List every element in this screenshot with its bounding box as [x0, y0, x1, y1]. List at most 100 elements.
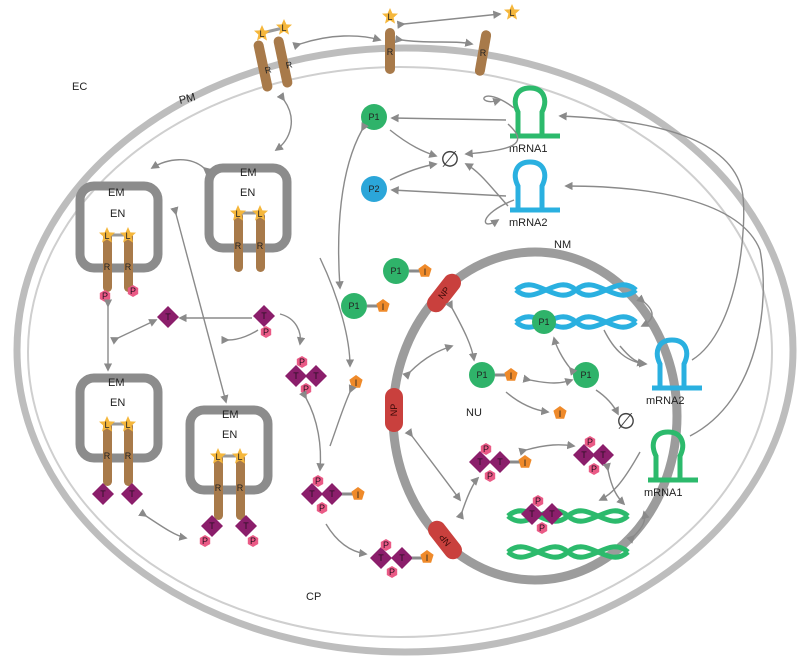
mrna2-cytoplasm: mRNA2: [509, 159, 560, 229]
ligand-label: L: [237, 452, 242, 462]
phospho-label: P: [487, 471, 493, 481]
tf-label: T: [309, 489, 315, 499]
tf-label: T: [329, 489, 335, 499]
phospho-label: P: [102, 291, 108, 301]
ligand-label: L: [259, 29, 264, 39]
tf-label: T: [100, 489, 106, 499]
ligand-label: L: [104, 420, 109, 430]
tf-phosphorylated: T P: [253, 305, 275, 338]
inhibitor-label: I: [424, 267, 427, 277]
free-ligand: L: [504, 4, 520, 20]
phospho-label: P: [319, 503, 325, 513]
endosome-membrane-label: EM: [108, 377, 125, 389]
phospho-label: P: [591, 464, 597, 474]
nuclear-pore-top: NP: [423, 270, 465, 316]
inhibitor-free-cytoplasm: I: [349, 375, 363, 388]
tf-free: T: [157, 306, 179, 328]
tf-label: T: [529, 509, 535, 519]
ligand-label: L: [281, 23, 286, 33]
tf-label: T: [209, 521, 215, 531]
phospho-label: P: [303, 384, 309, 394]
tf-label: T: [261, 311, 267, 321]
ligand-label: L: [509, 8, 514, 18]
tf-label: T: [581, 450, 587, 460]
receptor-label: R: [215, 483, 222, 493]
nucleus-label: NU: [466, 407, 482, 419]
mrna1-cytoplasm: mRNA1: [509, 85, 560, 155]
phospho-label: P: [535, 496, 541, 506]
tf-label: T: [293, 371, 299, 381]
phospho-label: P: [263, 327, 269, 337]
endosome-label: EN: [110, 397, 125, 409]
endosome-bottom-left: EM EN R R L L T T: [75, 373, 163, 505]
p1-inhibitor-complex-lower: P1 I: [341, 293, 390, 319]
p1-inhibitor-complex-upper: P1 I: [383, 258, 432, 284]
receptor-label: R: [104, 451, 111, 461]
p1-label: P1: [368, 112, 379, 122]
p2-cytoplasm: P2: [361, 176, 387, 202]
receptor-label: R: [285, 59, 294, 70]
receptor-label: R: [387, 47, 394, 57]
phospho-label: P: [250, 536, 256, 546]
phospho-label: P: [483, 444, 489, 454]
p1-cytoplasm: P1: [361, 104, 387, 130]
tf-label: T: [129, 489, 135, 499]
receptor-label: R: [125, 451, 132, 461]
inhibitor-label: I: [357, 490, 360, 500]
tf-dimer-nucleus: T T P P: [573, 436, 614, 475]
receptor-label: R: [235, 241, 242, 251]
extracellular-label: EC: [72, 81, 87, 93]
degradation-symbol: ∅: [440, 148, 459, 173]
nuclear-membrane-label: NM: [554, 239, 571, 251]
receptor-label: R: [257, 241, 264, 251]
inhibitor-label: I: [355, 378, 358, 388]
ligand-label: L: [125, 231, 130, 241]
cytoplasm-label: CP: [306, 591, 321, 603]
ligand-label: L: [215, 452, 220, 462]
mrna2-label: mRNA2: [646, 395, 685, 407]
nuclear-pore-left: NP: [385, 388, 403, 432]
tf-label: T: [243, 521, 249, 531]
degradation-cytoplasm: ∅: [440, 148, 459, 173]
mrna2-label: mRNA2: [509, 217, 548, 229]
dna-blue-upper: [514, 282, 638, 298]
phospho-label: P: [539, 523, 545, 533]
p1-label: P1: [390, 266, 401, 276]
ligand-label: L: [387, 12, 392, 22]
degradation-nucleus: ∅: [616, 410, 635, 435]
mrna2-nucleus: mRNA2: [646, 337, 702, 407]
ligand-label: L: [125, 420, 130, 430]
endosome-label: EN: [110, 208, 125, 220]
endosome-top-left: EM EN R R L L P P: [75, 181, 163, 302]
inhibitor-label: I: [524, 458, 527, 468]
endosome-bottom-middle: EM EN R R L L T T P P: [185, 405, 273, 547]
inhibitor-label: I: [426, 553, 429, 563]
phospho-label: P: [130, 286, 136, 296]
tf-dimer-inhibitor-complex: T T P P I: [301, 475, 365, 514]
p1-label: P1: [348, 301, 359, 311]
tf-label: T: [378, 553, 384, 563]
phospho-label: P: [202, 536, 208, 546]
endosome-top-middle: EM EN R R L L: [204, 163, 292, 272]
inhibitor-label: I: [559, 409, 562, 419]
receptor-label: R: [125, 262, 132, 272]
endosome-label: EN: [222, 429, 237, 441]
p1-inhibitor-nucleus: P1 I: [469, 362, 518, 388]
receptor-monomer-free: R: [474, 30, 492, 76]
degradation-symbol: ∅: [616, 410, 635, 435]
tf-label: T: [165, 312, 171, 322]
endosome-membrane-label: EM: [240, 167, 257, 179]
receptor-dimer-surface: R R L L: [253, 19, 294, 92]
phospho-label: P: [587, 437, 593, 447]
tf-label: T: [497, 457, 503, 467]
reaction-arrows: [103, 10, 764, 558]
endosome-membrane-label: EM: [222, 409, 239, 421]
tf-label: T: [600, 450, 606, 460]
tf-dimer-inhibitor-at-pore: T T P P I: [370, 539, 434, 578]
mrna1-label: mRNA1: [509, 143, 548, 155]
tf-label: T: [399, 553, 405, 563]
plasma-membrane-label: PM: [178, 91, 197, 107]
ligand-label: L: [104, 231, 109, 241]
ligand-label: L: [235, 209, 240, 219]
mrna1-nucleus: mRNA1: [644, 429, 698, 499]
